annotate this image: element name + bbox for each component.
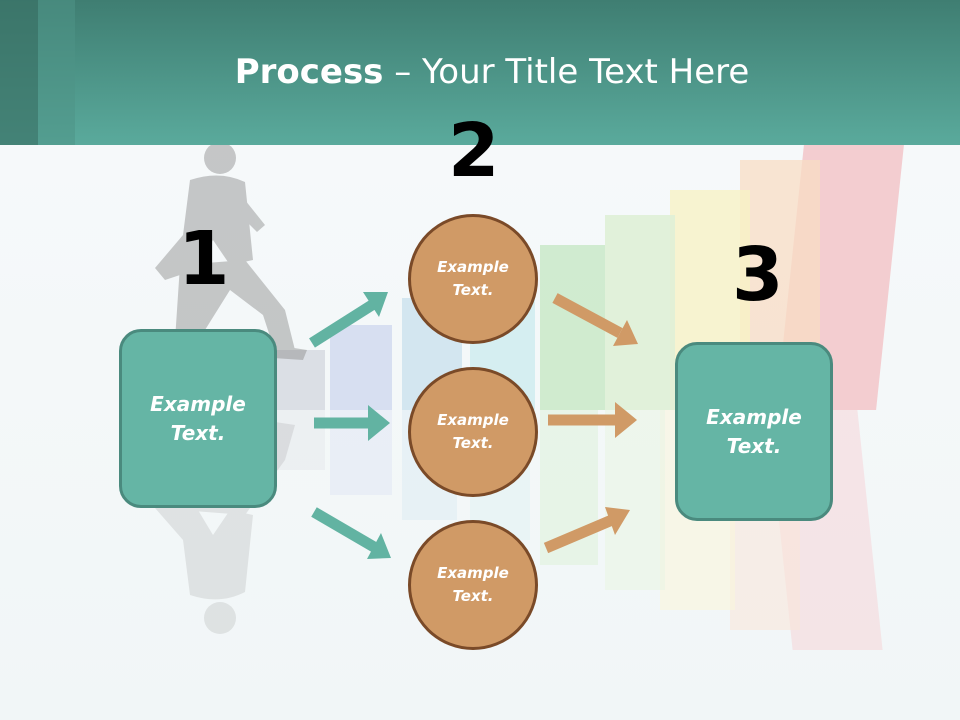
input-box-text: Example Text. — [150, 391, 246, 445]
bg-bar-lavender — [330, 325, 392, 410]
output-box: Example Text. — [675, 342, 833, 521]
orange-arrow-up — [543, 507, 630, 554]
circle-bottom-text: Example Text. — [437, 564, 509, 605]
output-box-text: Example Text. — [706, 404, 802, 458]
circle-top-text: Example Text. — [437, 258, 509, 299]
circle-node-bottom: Example Text. — [408, 520, 538, 650]
step-number-3: 3 — [732, 232, 784, 318]
step-number-1: 1 — [178, 216, 230, 302]
title-bold: Process — [234, 52, 384, 92]
circle-node-top: Example Text. — [408, 214, 538, 344]
step-number-2: 2 — [448, 108, 500, 194]
input-box: Example Text. — [119, 329, 277, 508]
title-rest: – Your Title Text Here — [383, 52, 750, 92]
banner-stripe — [38, 0, 75, 145]
orange-arrow-down — [552, 293, 638, 346]
teal-arrow-straight — [314, 405, 390, 441]
circle-middle-text: Example Text. — [437, 411, 509, 452]
bg-bar-gray — [270, 350, 325, 410]
bg-bar-green-reflection — [605, 410, 665, 590]
teal-arrow-down — [311, 507, 391, 559]
teal-arrow-up — [309, 292, 388, 348]
bg-bar-green — [605, 215, 675, 410]
circle-node-middle: Example Text. — [408, 367, 538, 497]
bg-bar-lime — [540, 245, 605, 410]
slide-title: Process – Your Title Text Here — [0, 52, 960, 92]
banner-stripe — [0, 0, 38, 145]
title-banner — [0, 0, 960, 145]
orange-arrow-straight — [548, 402, 637, 438]
